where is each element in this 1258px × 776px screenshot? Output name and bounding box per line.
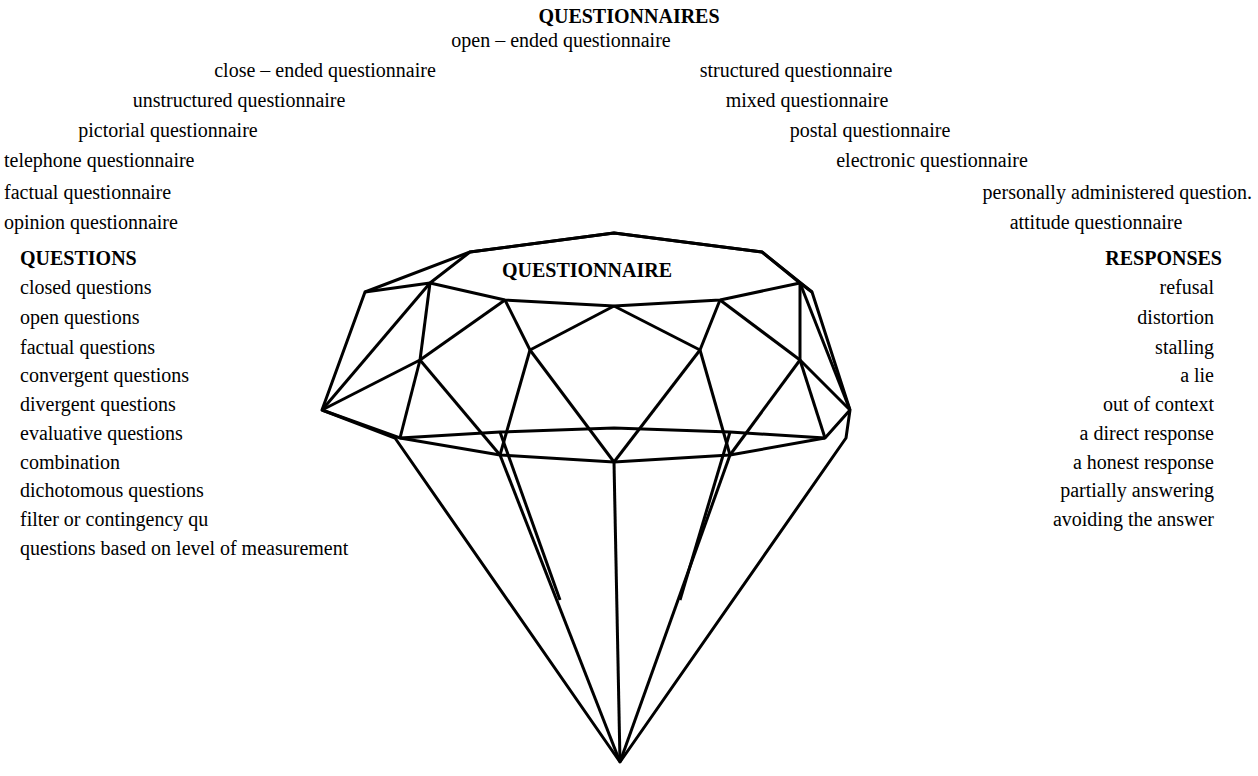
list-item: divergent questions bbox=[20, 392, 176, 416]
list-item: refusal bbox=[1160, 275, 1214, 299]
list-item: combination bbox=[20, 450, 120, 474]
list-item: avoiding the answer bbox=[1053, 507, 1214, 531]
list-item: pictorial questionnaire bbox=[78, 118, 257, 142]
list-item: open – ended questionnaire bbox=[451, 28, 670, 52]
list-item: questions based on level of measurement bbox=[20, 536, 348, 560]
list-item: structured questionnaire bbox=[700, 58, 893, 82]
list-item: out of context bbox=[1103, 392, 1214, 416]
gem-outline bbox=[318, 228, 856, 768]
gem-shape: QUESTIONNAIRE bbox=[318, 228, 856, 768]
list-item: open questions bbox=[20, 305, 139, 329]
list-item: close – ended questionnaire bbox=[214, 58, 436, 82]
list-item: attitude questionnaire bbox=[1010, 210, 1183, 234]
list-item: mixed questionnaire bbox=[726, 88, 889, 112]
list-item: evaluative questions bbox=[20, 421, 183, 445]
list-item: factual questionnaire bbox=[4, 180, 171, 204]
list-item: partially answering bbox=[1060, 478, 1214, 502]
gem-title: QUESTIONNAIRE bbox=[318, 258, 856, 282]
list-item: a lie bbox=[1180, 363, 1214, 387]
group-heading: QUESTIONS bbox=[20, 246, 137, 270]
heading: QUESTIONNAIRES bbox=[538, 4, 719, 28]
list-item: unstructured questionnaire bbox=[133, 88, 346, 112]
list-item: opinion questionnaire bbox=[4, 210, 178, 234]
list-item: telephone questionnaire bbox=[4, 148, 195, 172]
list-item: closed questions bbox=[20, 275, 152, 299]
list-item: a honest response bbox=[1073, 450, 1214, 474]
list-item: factual questions bbox=[20, 335, 155, 359]
list-item: convergent questions bbox=[20, 363, 189, 387]
list-item: stalling bbox=[1155, 335, 1214, 359]
list-item: distortion bbox=[1137, 305, 1214, 329]
group-heading: RESPONSES bbox=[1105, 246, 1222, 270]
list-item: a direct response bbox=[1080, 421, 1214, 445]
list-item: filter or contingency qu bbox=[20, 507, 208, 531]
list-item: postal questionnaire bbox=[790, 118, 951, 142]
list-item: dichotomous questions bbox=[20, 478, 204, 502]
list-item: electronic questionnaire bbox=[836, 148, 1028, 172]
list-item: personally administered question. bbox=[983, 180, 1252, 204]
